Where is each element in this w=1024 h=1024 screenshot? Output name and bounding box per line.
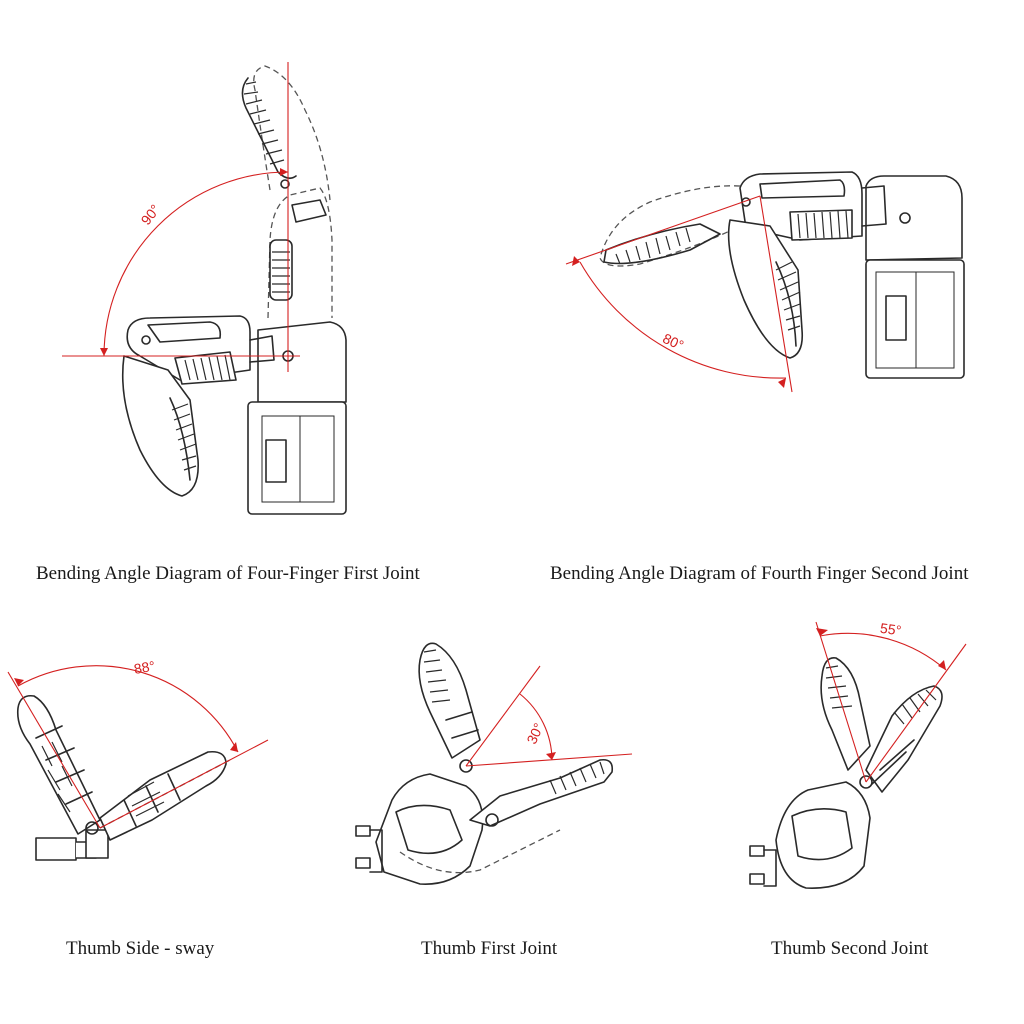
upright-finger-dashed: [241, 65, 333, 319]
bent-finger: [727, 197, 804, 359]
thumb-base-housing: [749, 781, 871, 889]
thumb-mount-bracket: [35, 829, 109, 861]
angle-label: 55°: [879, 620, 902, 639]
thumb-second-joint-angle-annotation: 55°: [815, 620, 967, 783]
caption-thumb-second-joint: Thumb Second Joint: [771, 938, 929, 959]
caption-thumb-side-sway: Thumb Side - sway: [66, 938, 215, 959]
horizontal-finger: [599, 171, 887, 267]
finger-base-block: [247, 321, 347, 515]
caption-thumb-first-joint: Thumb First Joint: [421, 938, 558, 959]
angle-label: 88°: [133, 658, 157, 677]
thumb-raised: [418, 642, 481, 759]
thumb-base-housing: [355, 759, 484, 885]
thumb-rotated-dashed: [399, 758, 614, 874]
bent-finger: [121, 315, 275, 497]
finger-base-block: [865, 175, 965, 379]
thumb-sway-angle-annotation: 88°: [7, 658, 269, 829]
thumb-upright: [820, 657, 873, 789]
thumb-upright: [16, 694, 101, 835]
thumb-bent-outward: [865, 685, 943, 793]
caption-four-finger-first-joint: Bending Angle Diagram of Four-Finger Fir…: [36, 563, 420, 584]
caption-fourth-finger-second-joint: Bending Angle Diagram of Fourth Finger S…: [550, 563, 969, 584]
